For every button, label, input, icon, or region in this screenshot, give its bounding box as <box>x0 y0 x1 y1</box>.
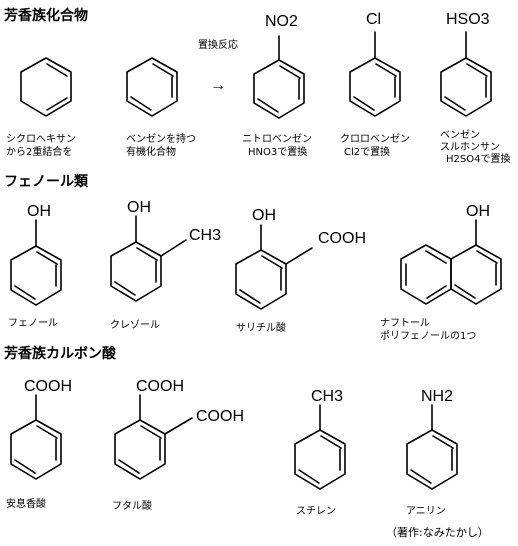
benzenesulfonic-ring <box>440 31 492 117</box>
reaction-arrow: → <box>210 77 226 94</box>
caption-salicylic: サリチル酸 <box>236 321 286 334</box>
group-oh-naphthol: OH <box>466 203 490 220</box>
caption-benzenesulfonic-2: スルホンサン <box>440 141 500 153</box>
caption-cyclohexatriene-2: から2重結合を <box>6 145 72 158</box>
caption-benzene-1: ベンゼンを持つ <box>126 132 196 145</box>
caption-cresol: クレゾール <box>110 319 160 331</box>
caption-cyclohexatriene-1: シクロヘキサン <box>6 133 76 145</box>
group-cooh-salicylic: COOH <box>318 230 366 247</box>
caption-benzenesulfonic-3: H2SO4で置換 <box>446 153 510 165</box>
caption-nitrobenzene-2: HNO3で置換 <box>248 146 307 158</box>
caption-benzene-2: 有機化合物 <box>126 145 176 158</box>
caption-nitrobenzene-1: ニトロベンゼン <box>242 133 312 145</box>
caption-naphthol-2: ポリフェノールの1つ <box>380 330 476 342</box>
caption-naphthol-1: ナフトール <box>380 317 430 329</box>
phenol-ring <box>10 219 62 306</box>
group-hso3: HSO3 <box>446 11 490 28</box>
nitrobenzene-ring <box>253 35 305 119</box>
salicylic-ring <box>235 224 313 310</box>
section-title-aromatic: 芳香族化合物 <box>4 7 88 24</box>
section-title-phenols: フェノール類 <box>4 174 89 190</box>
naphthol-rings <box>400 219 502 305</box>
group-no2: NO2 <box>265 13 298 30</box>
group-cl: Cl <box>366 11 381 28</box>
group-cooh-benzoic: COOH <box>24 378 72 395</box>
caption-phenol: フェノール <box>8 318 58 329</box>
caption-phthalic: フタル酸 <box>112 499 152 512</box>
toluene-ring <box>294 404 346 490</box>
cresol-ring <box>110 215 187 302</box>
caption-chlorobenzene-1: クロロベンゼン <box>340 133 410 145</box>
group-nh2-aniline: NH2 <box>421 388 453 405</box>
caption-benzoic: 安息香酸 <box>6 497 46 510</box>
group-oh-salicylic: OH <box>252 207 276 224</box>
group-cooh-phthalic-1: COOH <box>136 378 184 395</box>
section-title-carboxylic: 芳香族カルボン酸 <box>4 345 117 362</box>
caption-toluene: スチレン <box>296 505 336 517</box>
caption-benzenesulfonic-1: ベンゼン <box>440 129 480 141</box>
group-ch3-toluene: CH3 <box>311 388 343 405</box>
chlorobenzene-ring <box>349 31 401 117</box>
aniline-ring <box>406 404 458 490</box>
benzene-ring <box>126 57 178 117</box>
phthalic-ring <box>114 394 193 480</box>
reaction-label: 置換反応 <box>198 38 238 51</box>
group-oh-cresol: OH <box>127 199 151 216</box>
caption-aniline: アニリン <box>406 506 446 517</box>
group-cooh-phthalic-2: COOH <box>196 408 244 425</box>
group-ch3-cresol: CH3 <box>189 227 221 244</box>
cyclohexadiene-ring <box>20 57 72 117</box>
benzoic-ring <box>10 394 62 480</box>
group-oh-phenol: OH <box>27 203 51 220</box>
credit-text: （著作:なみたかし） <box>386 525 489 539</box>
caption-chlorobenzene-2: Cl2で置換 <box>344 146 390 158</box>
